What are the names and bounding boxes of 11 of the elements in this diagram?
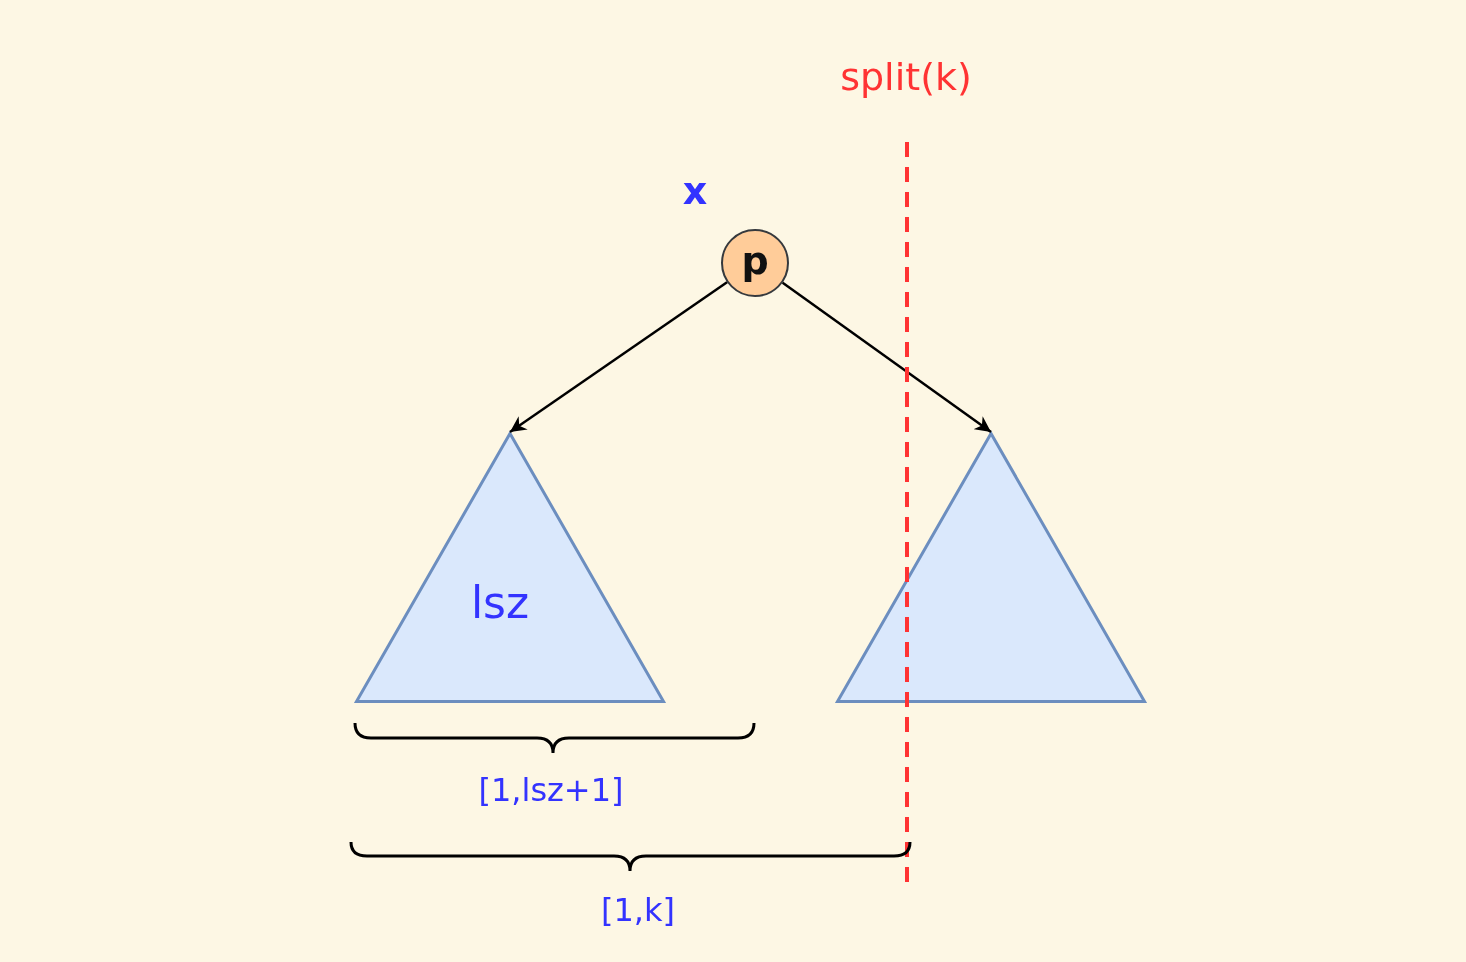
range-label: [1,lsz+1]	[478, 771, 624, 809]
node-label: p	[741, 240, 769, 284]
subtree-triangle	[836, 432, 1146, 703]
arrow	[509, 281, 728, 434]
tree-node-circle	[721, 229, 789, 297]
split-label: split(k)	[840, 56, 972, 100]
range-label: [1,k]	[601, 891, 675, 929]
subtree-triangle	[355, 432, 665, 703]
subtree-label: lsz	[470, 577, 530, 629]
node-caption: x	[682, 170, 708, 214]
arrow	[781, 281, 992, 433]
